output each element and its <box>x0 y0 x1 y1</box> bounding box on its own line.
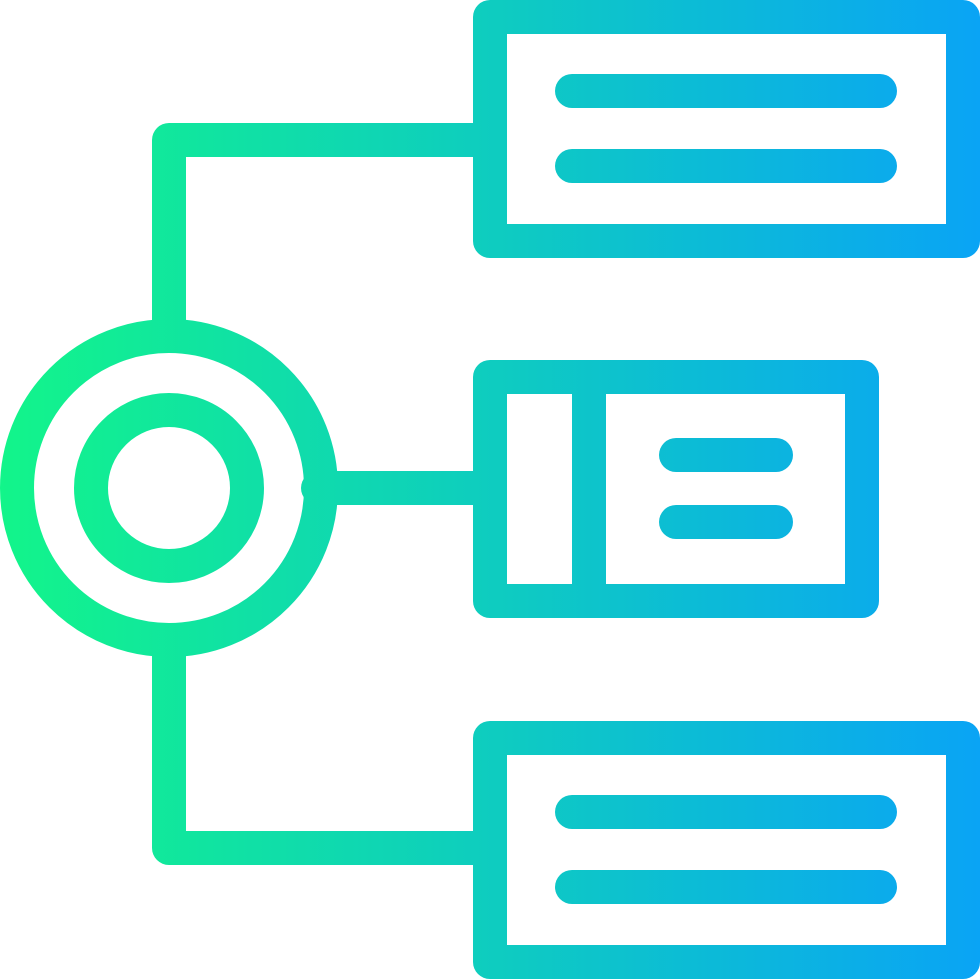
central-node-inner-circle <box>74 393 264 583</box>
middle-card <box>473 360 879 618</box>
central-node-outer-circle <box>0 319 338 657</box>
top-card <box>473 0 980 258</box>
bottom-card <box>473 721 980 979</box>
connector-bottom-line <box>152 638 507 865</box>
connector-top-line <box>152 123 507 340</box>
